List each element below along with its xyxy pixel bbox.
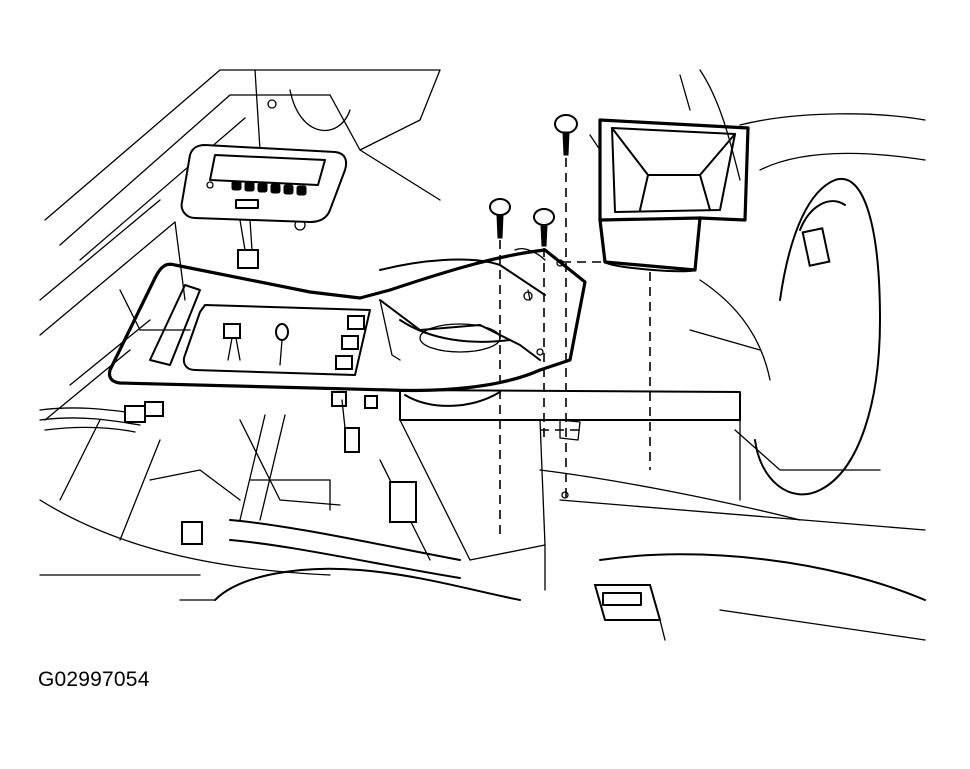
screw-top: [554, 114, 578, 156]
wiring-harness: [39, 401, 164, 433]
figure-id-label: G02997054: [38, 668, 150, 691]
console-switch: [593, 584, 666, 641]
center-console-body: [149, 389, 741, 601]
screw-middle: [533, 208, 555, 247]
connector-harness: [514, 248, 581, 499]
installation-guide-lines: [499, 158, 651, 540]
seat-outline: [539, 69, 926, 641]
storage-bin: [589, 118, 750, 273]
console-trim-plate: [107, 248, 587, 453]
info-display-module: [180, 143, 348, 269]
screw-left: [489, 198, 511, 239]
